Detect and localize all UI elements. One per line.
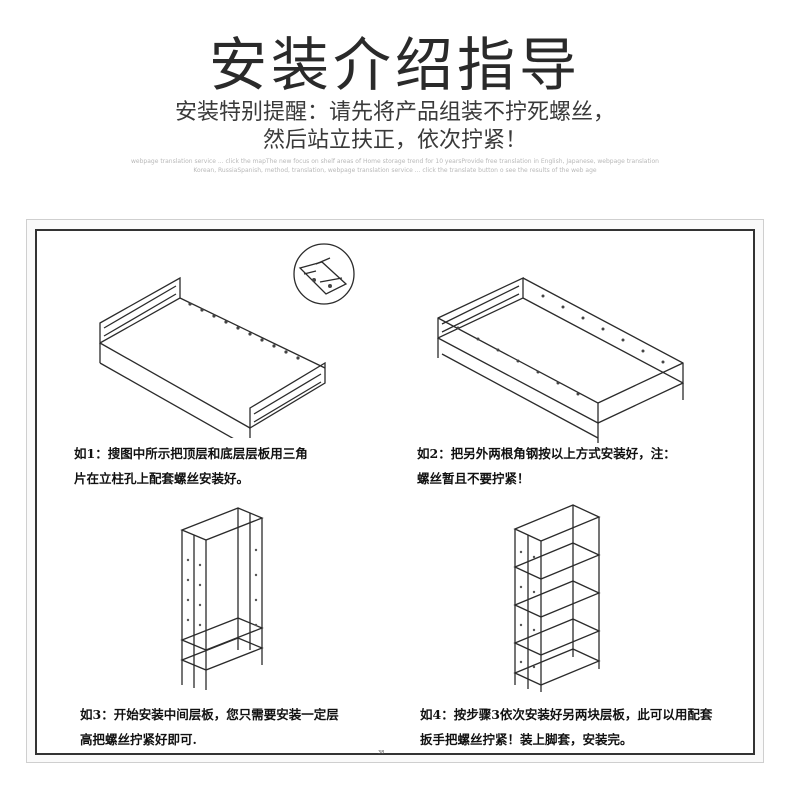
step1-caption: 如1：搜图中所示把顶层和底层层板用三角 片在立柱孔上配套螺丝安装好。 bbox=[74, 441, 308, 491]
step2-caption-line1: 如2：把另外两根角钢按以上方式安装好，注： bbox=[417, 441, 676, 466]
step4-caption-line2: 扳手把螺丝拧紧！装上脚套，安装完。 bbox=[420, 727, 712, 752]
page-title: 安装介绍指导 bbox=[0, 18, 790, 102]
notice-line-2: 然后站立扶正，依次拧紧！ bbox=[0, 122, 790, 154]
step3-caption-line2: 高把螺丝拧紧好即可. bbox=[80, 727, 339, 752]
watermark-line-1: webpage translation service ... click th… bbox=[110, 158, 680, 165]
step2-caption: 如2：把另外两根角钢按以上方式安装好，注： 螺丝暂且不要拧紧！ bbox=[417, 441, 676, 491]
step4-caption: 如4：按步骤3依次安装好另两块层板，此可以用配套 扳手把螺丝拧紧！装上脚套，安装… bbox=[420, 702, 712, 752]
step1-caption-line1: 如1：搜图中所示把顶层和底层层板用三角 bbox=[74, 441, 308, 466]
step1-caption-line2: 片在立柱孔上配套螺丝安装好。 bbox=[74, 466, 308, 491]
step3-caption: 如3：开始安装中间层板，您只需要安装一定层 高把螺丝拧紧好即可. bbox=[80, 702, 339, 752]
watermark-line-2: Korean, RussiaSpanish, method, translati… bbox=[110, 167, 680, 174]
step2-caption-line2: 螺丝暂且不要拧紧！ bbox=[417, 466, 676, 491]
step2-diagram bbox=[428, 268, 698, 448]
step4-diagram bbox=[505, 497, 615, 697]
step1-diagram bbox=[90, 238, 360, 438]
step3-caption-line1: 如3：开始安装中间层板，您只需要安装一定层 bbox=[80, 702, 339, 727]
step4-caption-line1: 如4：按步骤3依次安装好另两块层板，此可以用配套 bbox=[420, 702, 712, 727]
page-mark: 38 bbox=[378, 750, 384, 756]
step3-diagram bbox=[168, 500, 278, 695]
